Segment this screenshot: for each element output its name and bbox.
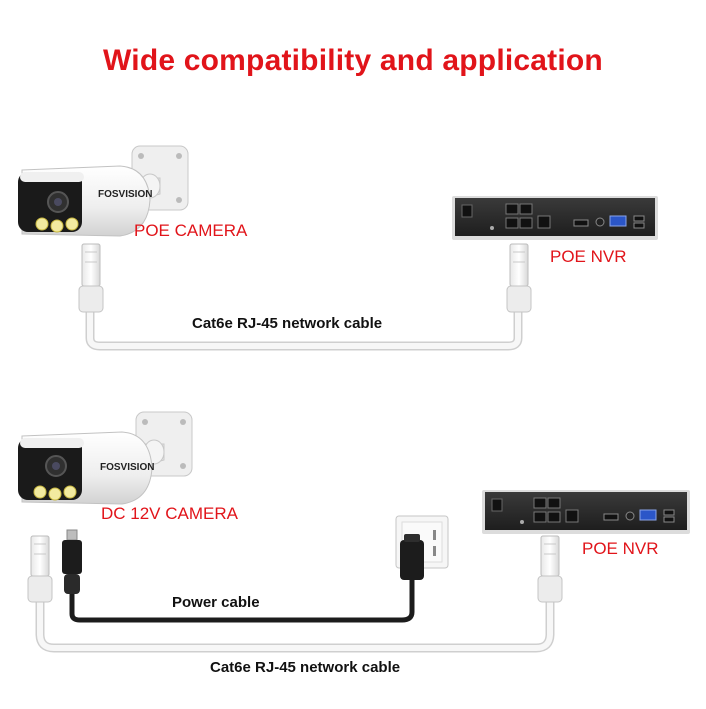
rj45-plug-icon: [506, 243, 532, 313]
cable-label-top: Cat6e RJ-45 network cable: [192, 315, 383, 332]
camera-label-top: POE CAMERA: [134, 221, 248, 240]
rj45-plug-icon: [78, 243, 104, 313]
bullet-camera-icon: [18, 145, 189, 237]
power-cable-label: Power cable: [172, 594, 260, 611]
brand-logo-text: FOSVISION: [100, 462, 154, 473]
nvr-label-bottom: POE NVR: [582, 539, 659, 558]
cable-label-bottom: Cat6e RJ-45 network cable: [210, 659, 401, 676]
power-adapter-icon: [400, 534, 424, 580]
bullet-camera-icon: [18, 411, 193, 505]
nvr-device-icon: [452, 196, 658, 240]
network-cable-top: [85, 307, 523, 351]
camera-label-bottom: DC 12V CAMERA: [101, 504, 238, 523]
rj45-plug-icon: [537, 535, 563, 603]
network-cable-bottom: [35, 595, 555, 653]
nvr-label-top: POE NVR: [550, 247, 627, 266]
rj45-plug-icon: [27, 535, 53, 603]
page-title: Wide compatibility and application: [103, 44, 603, 77]
nvr-device-icon: [482, 490, 690, 534]
power-cable: [69, 577, 415, 623]
dc-plug-icon: [62, 529, 82, 594]
brand-logo-text: FOSVISION: [98, 189, 152, 200]
